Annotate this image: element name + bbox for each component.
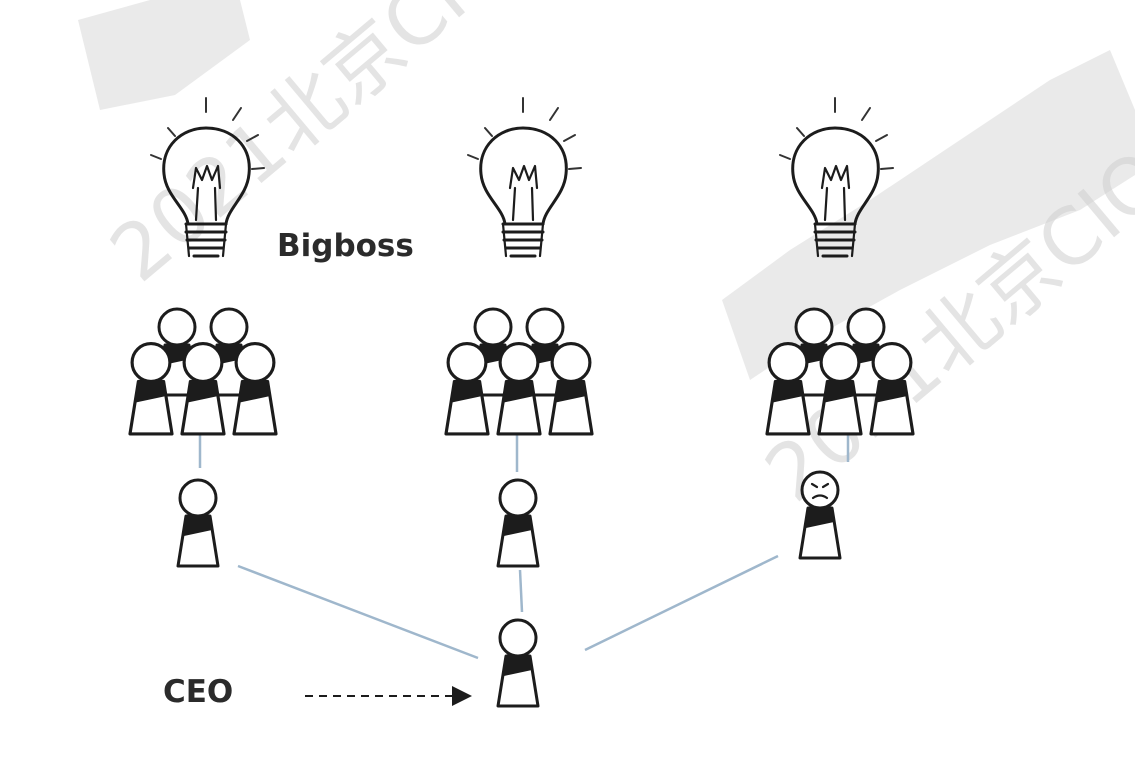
- ceo-label: CEO: [163, 674, 234, 710]
- ceo-person-icon: [496, 618, 540, 708]
- watermark: 2021北京CIO 2021北京CIO: [78, 0, 1135, 520]
- lightbulb-icon: [466, 96, 583, 258]
- connector-lines: [198, 428, 850, 660]
- team-group-icon: [446, 309, 592, 434]
- frowning-person-icon: [798, 470, 842, 560]
- team-group-icon: [130, 309, 276, 434]
- person-icon: [176, 478, 220, 568]
- person-icon: [496, 478, 540, 568]
- bigboss-label: Bigboss: [277, 228, 414, 264]
